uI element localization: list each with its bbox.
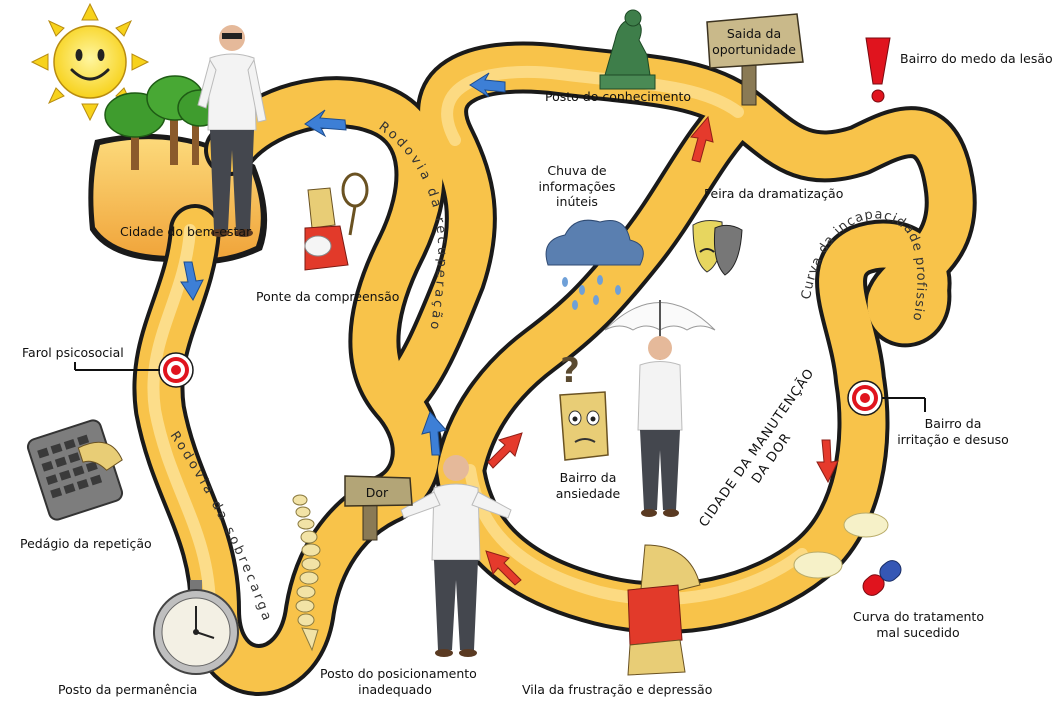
stopwatch-icon <box>153 580 239 675</box>
spine-icon <box>292 494 321 652</box>
label-line: inúteis <box>556 194 598 210</box>
label-cidade-bem-estar: Cidade do bem-estar <box>120 224 252 239</box>
depressed-character-icon <box>627 544 701 676</box>
theater-masks-icon <box>692 220 743 276</box>
red-arrow <box>487 432 523 469</box>
label-line: mal sucedido <box>876 624 960 640</box>
label-curva-tratamento: Curva do tratamento mal sucedido <box>853 609 984 640</box>
red-arrow <box>816 439 839 484</box>
blue-arrow <box>180 261 204 301</box>
blue-arrow <box>469 72 506 98</box>
label-line: Posto do posicionamento <box>320 666 477 681</box>
person-happy <box>197 25 267 237</box>
label-pedagio-repeticao: Pedágio da repetição <box>20 536 152 551</box>
anxious-face-icon <box>559 391 609 461</box>
city-pain-maintenance: CIDADE DA MANUTENÇÃO DA DOR <box>696 365 818 530</box>
label-line: inadequado <box>358 681 432 697</box>
rain-cloud-icon <box>545 219 644 310</box>
label-line: Chuva de <box>547 163 607 178</box>
svg-text:?: ? <box>560 351 580 391</box>
target-icon <box>847 380 883 416</box>
svg-text:oportunidade: oportunidade <box>712 42 796 57</box>
label-line: Bairro da <box>559 470 617 485</box>
label-ponte-compreensao: Ponte da compreensão <box>256 289 400 304</box>
svg-text:Dor: Dor <box>366 485 389 500</box>
label-posto-permanencia: Posto da permanência <box>58 682 198 697</box>
exclamation-icon <box>865 37 891 103</box>
thinker-statue-icon <box>599 9 656 90</box>
umbrella-man-icon <box>604 300 716 517</box>
label-line: irritação e desuso <box>897 431 1009 447</box>
red-arrow <box>485 550 522 586</box>
question-mark-icon: ? <box>560 351 580 391</box>
label-line: ansiedade <box>555 485 621 501</box>
signpost-icon: Saida da oportunidade <box>706 13 804 106</box>
label-posto-conhecimento: Posto do conhecimento <box>545 89 692 104</box>
label-feira-dramatizacao: Feira da dramatização <box>704 186 844 201</box>
label-vila-frustracao: Vila da frustração e depressão <box>522 682 713 697</box>
label-bairro-ansiedade: Bairro da ansiedade <box>548 470 628 501</box>
label-farol-psicossocial: Farol psicosocial <box>22 345 124 360</box>
label-line: informações <box>538 178 616 194</box>
label-bairro-irritacao: Bairro da irritação e desuso <box>883 416 1023 447</box>
label-posto-posicionamento: Posto do posicionamento inadequado <box>320 666 477 697</box>
svg-text:Saida da: Saida da <box>727 26 781 41</box>
signpost-icon: Dor <box>344 475 413 541</box>
label-bairro-medo: Bairro do medo da lesão <box>900 51 1053 66</box>
road-network <box>88 41 977 696</box>
injured-character-icon <box>304 172 369 271</box>
label-line: Curva do tratamento <box>853 609 984 624</box>
pills-icon <box>793 512 902 596</box>
target-icon <box>158 352 194 388</box>
blue-arrow <box>421 411 447 456</box>
person-shrugging <box>400 455 512 657</box>
label-chuva-informacoes: Chuva de informações inúteis <box>532 163 622 210</box>
svg-text:CIDADE DA MANUTENÇÃO: CIDADE DA MANUTENÇÃO <box>696 365 818 530</box>
label-line: Bairro da <box>924 416 982 431</box>
calculator-icon <box>26 419 124 521</box>
blue-arrow <box>304 109 347 138</box>
red-arrow <box>690 115 714 163</box>
